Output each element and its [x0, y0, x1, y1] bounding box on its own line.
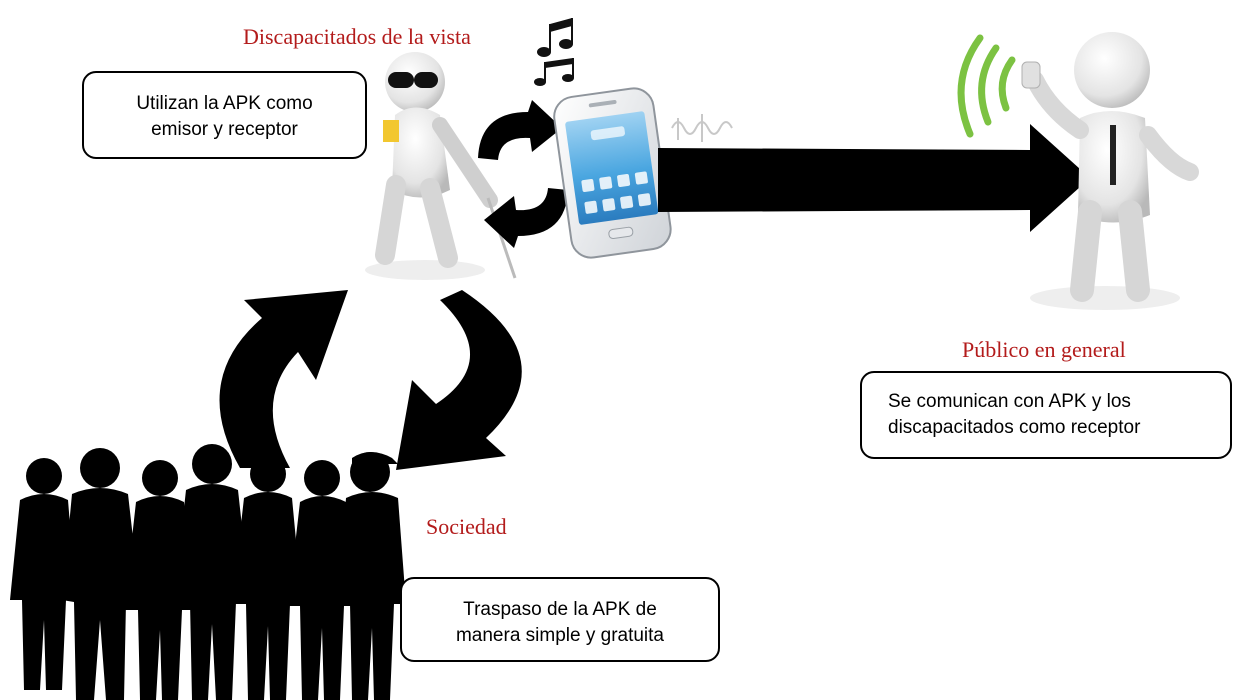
- label-society: Sociedad: [426, 514, 507, 539]
- box-society-line-2: manera simple y gratuita: [455, 625, 665, 646]
- box-visually-impaired: Utilizan la APK como emisor y receptor: [82, 71, 367, 159]
- public-person-icon: [1021, 32, 1199, 310]
- music-notes-icon: [534, 18, 574, 86]
- box-visually-impaired-line-1: Utilizan la APK como: [136, 93, 313, 114]
- arrow-to-public: [658, 124, 1090, 232]
- sound-doodle: [671, 114, 733, 142]
- box-visually-impaired-line-2: emisor y receptor: [151, 119, 298, 140]
- box-society-line-1: Traspaso de la APK de: [463, 599, 657, 620]
- box-public-line-2: discapacitados como receptor: [888, 417, 1141, 438]
- wifi-signal-icon: [957, 34, 1016, 138]
- box-society: Traspaso de la APK de manera simple y gr…: [400, 577, 720, 662]
- curved-arrow-down: [396, 290, 522, 470]
- blind-person-icon: [365, 52, 517, 280]
- label-visually-impaired: Discapacitados de la vista: [243, 24, 471, 49]
- label-public: Público en general: [962, 337, 1126, 362]
- crowd-silhouette-icon: [10, 444, 406, 700]
- box-public-line-1: Se comunican con APK y los: [888, 391, 1131, 412]
- curved-arrow-up: [219, 290, 348, 468]
- smartphone-icon: [553, 87, 672, 259]
- exchange-arrows: [478, 100, 568, 248]
- box-public: Se comunican con APK y los discapacitado…: [860, 371, 1232, 459]
